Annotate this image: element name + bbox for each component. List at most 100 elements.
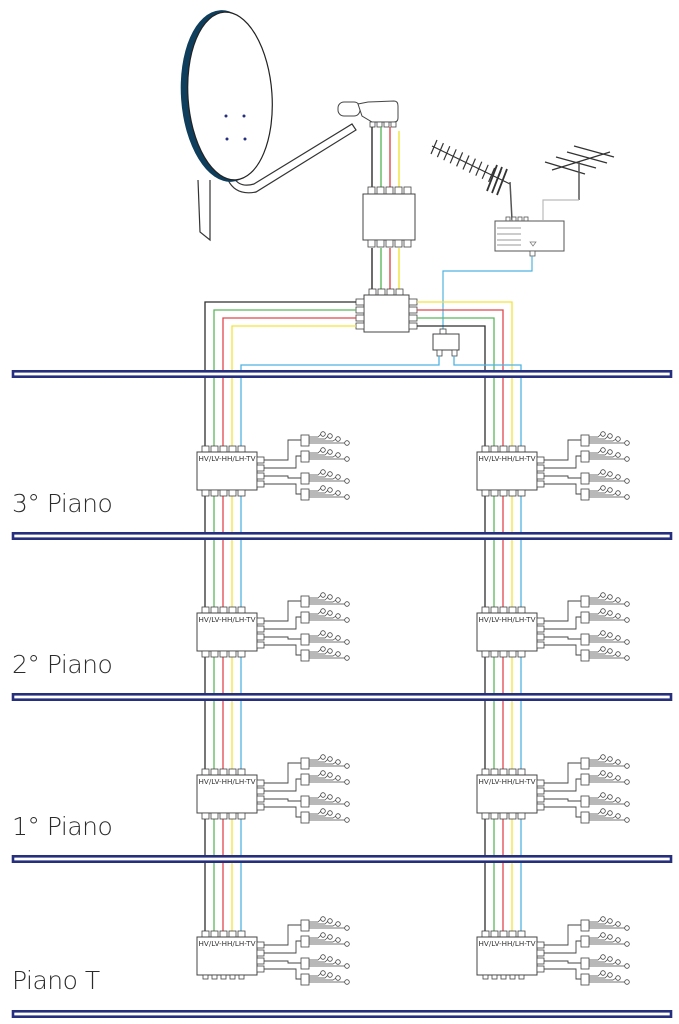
multiswitch: HV/LV-HH/LH-TV (476, 916, 630, 986)
splitter-right-output (408, 306, 418, 314)
user-outlet (607, 433, 613, 439)
multiswitch-user-output (536, 633, 545, 641)
user-plug (580, 488, 590, 501)
lnb-cables (371, 127, 400, 190)
user-plug (580, 811, 590, 824)
user-wire (589, 610, 602, 615)
user-wire (589, 758, 609, 763)
user-outlet (607, 610, 613, 616)
multiswitch-terminator (211, 974, 218, 980)
user-outlet (600, 469, 606, 475)
user-drop-cable (544, 940, 581, 954)
user-drop-cable (264, 940, 301, 954)
user-plug (300, 795, 310, 808)
user-outlet (344, 925, 350, 931)
user-outlet (615, 921, 621, 927)
multiswitch-output-through (490, 650, 499, 658)
multiswitch-output-through (517, 650, 526, 658)
user-outlet (335, 959, 341, 965)
user-wire (309, 972, 322, 977)
multiswitch: HV/LV-HH/LH-TV (476, 754, 630, 824)
amp-input-connector (367, 186, 376, 195)
user-plug (300, 957, 310, 970)
user-outlet (344, 478, 350, 484)
antenna-element (481, 164, 489, 180)
user-outlet (327, 756, 333, 762)
user-wire (589, 653, 617, 657)
user-outlet (335, 452, 341, 458)
user-drop-cable (264, 778, 301, 792)
user-outlet (600, 932, 606, 938)
amp-input-connector (403, 186, 412, 195)
splitter-right-output (408, 322, 418, 330)
user-outlet (615, 797, 621, 803)
multiswitch-input (508, 930, 517, 938)
user-outlet (624, 655, 630, 661)
riser-cable-right (417, 325, 486, 975)
user-outlet (320, 770, 326, 776)
splitter-body (363, 294, 410, 333)
user-outlet (615, 759, 621, 765)
user-wire (589, 489, 609, 494)
multiswitch-input (508, 445, 517, 453)
user-outlet (344, 440, 350, 446)
multiswitch-user-output (536, 625, 545, 633)
user-wire (589, 956, 602, 961)
user-wire (309, 489, 329, 494)
user-wire (309, 610, 322, 615)
user-drop-cable (264, 455, 301, 469)
multiswitch-output-through (201, 489, 210, 497)
multiswitch-user-output (536, 456, 545, 464)
multiswitch-output-through (499, 489, 508, 497)
user-outlet (327, 610, 333, 616)
user-outlet (600, 431, 606, 437)
user-outlet (615, 975, 621, 981)
amp-output-connector (403, 239, 412, 248)
user-wire (589, 794, 602, 799)
user-drop-cable (544, 600, 581, 622)
user-outlet (607, 956, 613, 962)
riser-cable-right (417, 317, 495, 975)
multiswitch-body (476, 612, 538, 652)
multiswitch-input (210, 606, 219, 614)
multiswitch-input (499, 930, 508, 938)
user-outlet (615, 959, 621, 965)
multiswitch-input (499, 606, 508, 614)
user-plug (300, 595, 310, 608)
user-wire (309, 920, 329, 925)
user-drop-cable (544, 806, 581, 818)
user-wire (309, 934, 322, 939)
user-wire (589, 438, 617, 442)
user-outlet (607, 794, 613, 800)
user-outlet (607, 632, 613, 638)
riser-cables (204, 301, 522, 975)
multiswitch-body (196, 936, 258, 976)
multiswitch-user-output (256, 957, 265, 965)
multiswitch-label: HV/LV-HH/LH-TV (479, 939, 536, 948)
multiswitch-input (508, 606, 517, 614)
user-outlet (600, 630, 606, 636)
user-outlet (600, 954, 606, 960)
user-outlet (344, 617, 350, 623)
user-wire (589, 435, 609, 440)
splitter-right-output (408, 314, 418, 322)
user-wire (309, 961, 337, 965)
user-outlet (600, 916, 606, 922)
multiswitch-output-through (499, 812, 508, 820)
user-wire (589, 449, 602, 454)
user-outlet (327, 449, 333, 455)
multiswitch-terminator (482, 974, 489, 980)
user-wire (589, 934, 602, 939)
user-drop-cable (544, 616, 581, 630)
multiswitch-output-through (228, 812, 237, 820)
user-outlet (615, 490, 621, 496)
user-plug (300, 973, 310, 986)
multiswitch-input (219, 930, 228, 938)
multiswitch-input (228, 606, 237, 614)
user-plug (580, 472, 590, 485)
user-outlet (607, 756, 613, 762)
user-drop-cable (264, 475, 301, 479)
satellite-dish (180, 10, 357, 242)
tv-splitter (432, 328, 460, 357)
user-drop-cable (544, 644, 581, 656)
